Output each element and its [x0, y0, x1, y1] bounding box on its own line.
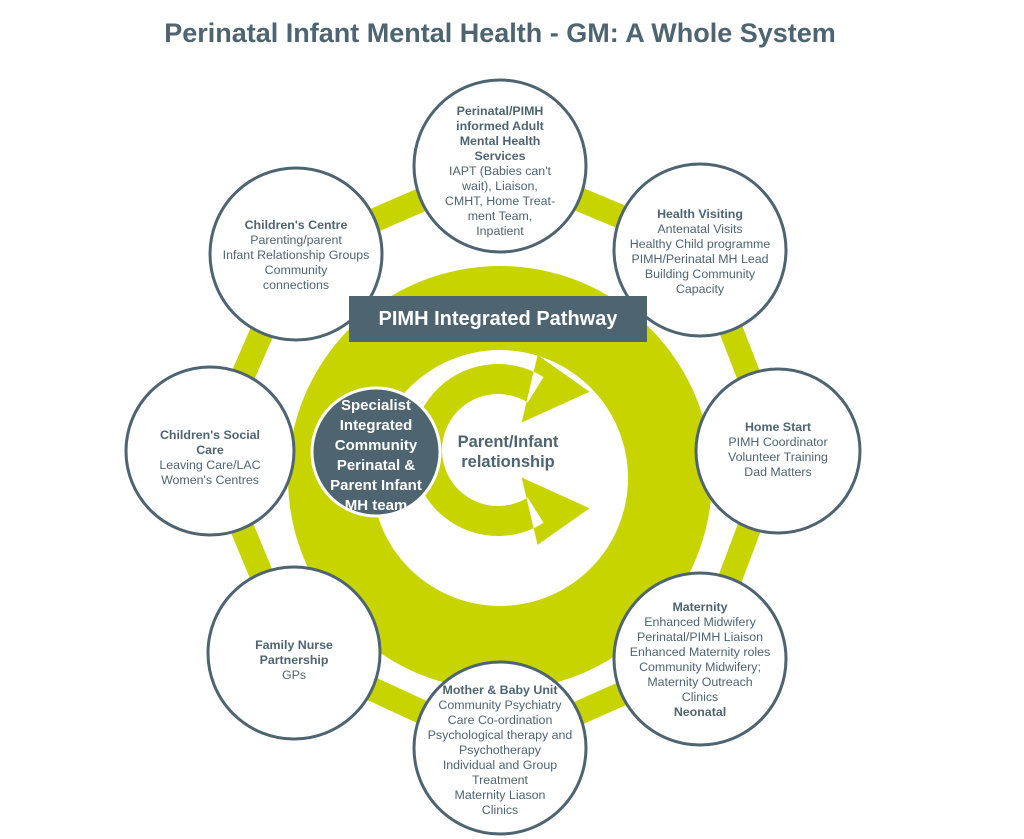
node-childrens-social-care-circle [124, 365, 296, 537]
node-mother-baby-unit-circle [412, 660, 588, 836]
node-line: wait), Liaison, [462, 179, 538, 193]
node-line: Psychological therapy and [427, 728, 573, 742]
node-line: Building Community [644, 267, 756, 281]
node-line: Inpatient [476, 224, 524, 238]
node-line: Dad Matters [744, 465, 812, 479]
node-line: Women's Centres [161, 473, 259, 487]
specialist-team-label: Specialist Integrated Community Perinata… [330, 397, 422, 514]
node-line: Enhanced Maternity roles [629, 645, 771, 659]
node-line: Maternity Outreach [647, 675, 753, 689]
pathway-ring [288, 266, 712, 690]
page-title: Perinatal Infant Mental Health - GM: A W… [164, 18, 836, 48]
node-title: Perinatal/PIMH informed Adult Mental Hea… [456, 104, 544, 163]
node-title: Mother & Baby Unit [442, 683, 558, 697]
node-line: Leaving Care/LAC [159, 458, 261, 472]
node-childrens-centre-circle [208, 166, 384, 342]
node-title: Children's Centre [244, 218, 348, 232]
node-line: Antenatal Visits [657, 222, 743, 236]
specialist-team-circle [310, 386, 442, 518]
node-adult-mental-health-circle [412, 78, 588, 254]
node-line: Clinics [481, 803, 519, 817]
cycle-arrow [411, 355, 590, 545]
service-circles [124, 78, 862, 836]
pathway-banner: PIMH Integrated Pathway [349, 296, 647, 342]
node-line: Parenting/parent [250, 233, 342, 247]
node-title: Family Nurse Partnership [255, 638, 333, 667]
node-line: Enhanced Midwifery [644, 615, 756, 629]
node-family-nurse-circle [206, 565, 382, 741]
node-line: PIMH Coordinator [728, 435, 828, 449]
node-line: PIMH/Perinatal MH Lead [631, 252, 769, 266]
node-line: Maternity Liason [454, 788, 546, 802]
node-bold-footer: Neonatal [673, 705, 727, 719]
node-line: Care Co-ordination [447, 713, 553, 727]
node-adult-mental-health: Perinatal/PIMH informed Adult Mental Hea… [437, 104, 563, 239]
node-line: GPs [281, 668, 307, 682]
node-maternity-circle [612, 571, 788, 747]
node-line: Community [264, 263, 328, 277]
node-line: Volunteer Training [728, 450, 828, 464]
node-line: Capacity [675, 282, 725, 296]
node-line: Clinics [681, 690, 719, 704]
node-line: Community Psychiatry [438, 698, 562, 712]
node-line: Treatment [471, 773, 528, 787]
node-line: Infant Relationship Groups [222, 248, 370, 262]
node-line: Community Midwifery; [639, 660, 761, 674]
node-home-start-circle [694, 367, 862, 535]
node-line: IAPT (Babies can't [449, 164, 551, 178]
node-title: Maternity [672, 600, 728, 614]
parent-infant-relationship-label: Parent/Infant relationship [457, 433, 559, 471]
node-line: ment Team, [467, 209, 533, 223]
node-title: Home Start [744, 420, 812, 434]
node-title: Health Visiting [657, 207, 743, 221]
node-line: Healthy Child programme [629, 237, 771, 251]
node-health-visiting-circle [612, 162, 788, 338]
node-line: connections [262, 278, 330, 292]
node-line: Psychotherapy [459, 743, 541, 757]
node-line: Perinatal/PIMH Liaison [636, 630, 764, 644]
node-line: CMHT, Home Treat- [444, 194, 556, 208]
node-title: Children's Social Care [159, 428, 261, 457]
node-line: Individual and Group [442, 758, 558, 772]
